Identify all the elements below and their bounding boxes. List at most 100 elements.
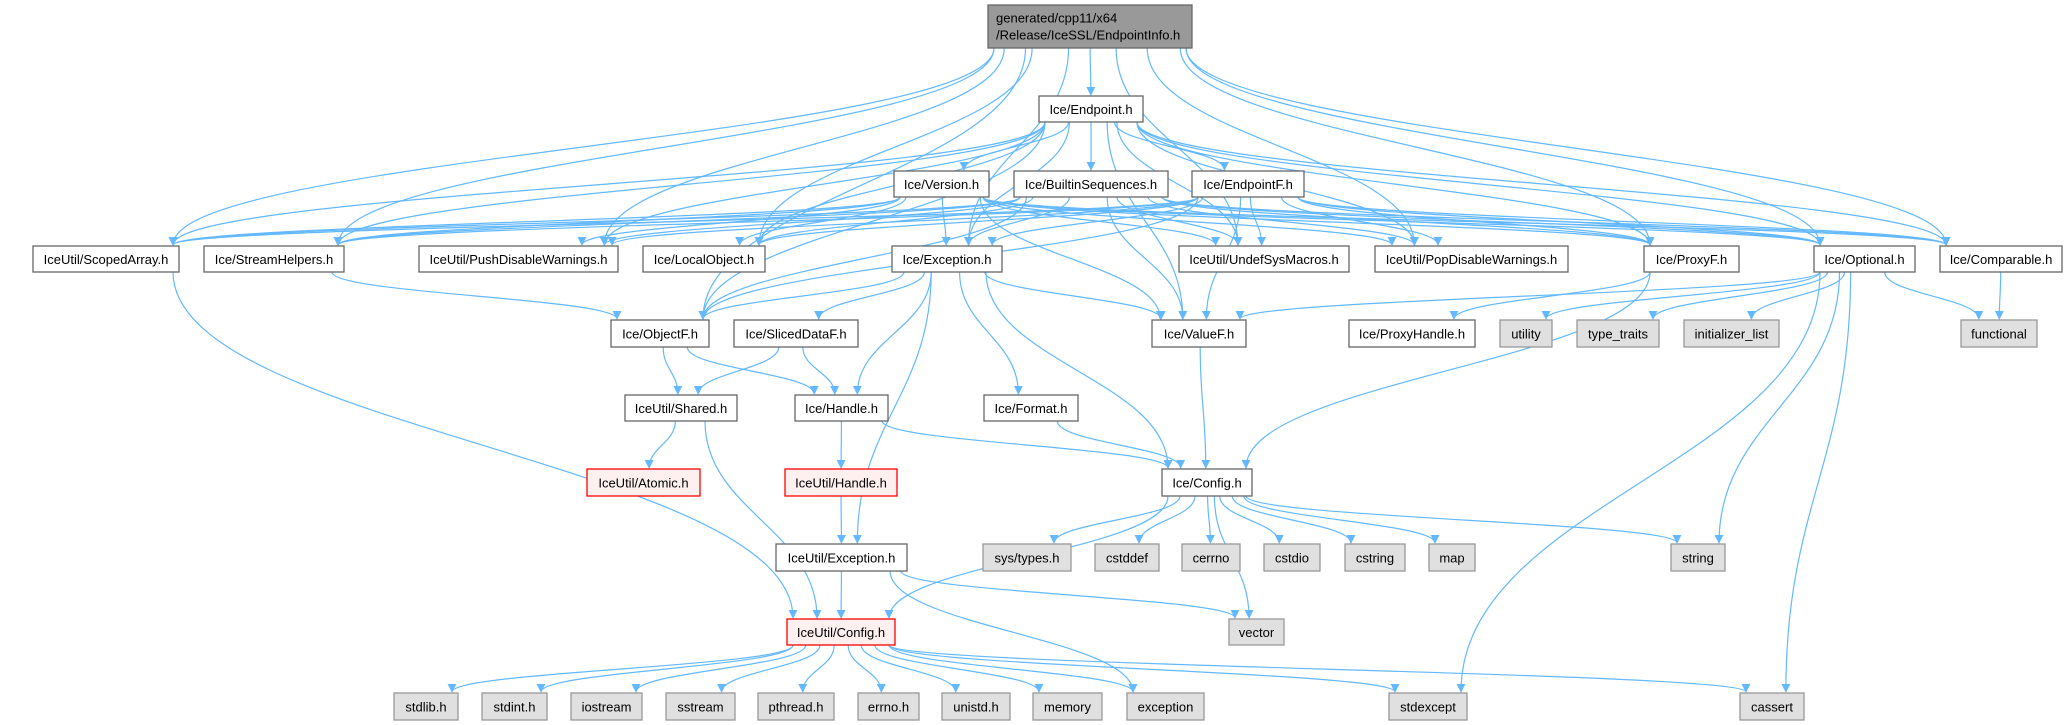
node-endpoint[interactable]: Ice/Endpoint.h	[1038, 95, 1144, 123]
node-proxyhandle[interactable]: Ice/ProxyHandle.h	[1348, 319, 1476, 348]
edge-exception-to-valuef	[984, 271, 1166, 320]
node-builtin[interactable]: Ice/BuiltinSequences.h	[1013, 170, 1169, 198]
edge-endpointf-to-optional	[1297, 196, 1825, 246]
edge-root-to-streamhelpers	[333, 47, 995, 246]
node-label: Ice/Optional.h	[1824, 252, 1904, 267]
edge-endpointf-to-scopedarray	[168, 196, 1199, 246]
node-box	[987, 4, 1193, 49]
edge-uconfig-to-errno	[847, 644, 886, 693]
node-shared[interactable]: IceUtil/Shared.h	[624, 394, 738, 422]
node-label: memory	[1044, 700, 1091, 715]
node-proxyf[interactable]: Ice/ProxyF.h	[1643, 245, 1740, 273]
edge-endpointf-to-exception	[987, 196, 1204, 246]
edge-sliceddataf-to-shared	[693, 346, 780, 395]
node-uexception[interactable]: IceUtil/Exception.h	[775, 543, 908, 572]
node-box	[893, 170, 990, 198]
node-box	[481, 692, 548, 721]
node-stdexcept: stdexcept	[1388, 692, 1468, 721]
node-streamhelpers[interactable]: Ice/StreamHelpers.h	[203, 245, 345, 273]
node-box	[1739, 692, 1805, 721]
edge-uexception-to-vector	[900, 570, 1240, 619]
node-box	[624, 394, 738, 422]
node-functional: functional	[1960, 319, 2038, 348]
node-version[interactable]: Ice/Version.h	[893, 170, 990, 198]
node-stdint: stdint.h	[481, 692, 548, 721]
edge-root-to-endpoint	[1086, 47, 1096, 96]
edge-uconfig-to-stdint	[536, 644, 794, 693]
edge-endpoint-to-valuef	[1106, 121, 1188, 320]
node-localobject[interactable]: Ice/LocalObject.h	[642, 245, 766, 273]
edge-uconfig-to-stdlib	[447, 644, 794, 693]
edge-endpointf-to-undefsys	[1249, 196, 1267, 246]
node-box	[1191, 170, 1305, 198]
edge-exception-to-sliceddataf	[814, 271, 925, 320]
edge-optional-to-valuef	[1235, 271, 1821, 320]
node-box	[203, 245, 345, 273]
node-config[interactable]: Ice/Config.h	[1161, 468, 1253, 497]
edge-comparable-to-functional	[1994, 271, 2004, 320]
edge-root-to-objectf	[698, 47, 1027, 320]
edge-uconfig-to-iostream	[631, 644, 807, 693]
node-comparable[interactable]: Ice/Comparable.h	[1939, 245, 2063, 273]
node-box	[1181, 543, 1241, 572]
edge-uconfig-to-stdexception	[888, 644, 1138, 693]
node-box	[1348, 319, 1476, 348]
node-valuef[interactable]: Ice/ValueF.h	[1151, 319, 1247, 348]
node-label: cstring	[1356, 551, 1394, 566]
edge-root-to-localobject	[754, 47, 1033, 246]
node-sliceddataf[interactable]: Ice/SlicedDataF.h	[733, 319, 859, 348]
node-box	[1374, 245, 1569, 273]
node-box	[1094, 543, 1160, 572]
node-handle[interactable]: Ice/Handle.h	[794, 394, 889, 422]
node-label: Ice/ValueF.h	[1164, 327, 1235, 342]
edge-endpointf-to-localobject	[754, 196, 1199, 246]
node-optional[interactable]: Ice/Optional.h	[1813, 245, 1916, 273]
node-vector: vector	[1228, 618, 1285, 646]
edge-uconfig-to-pthread	[798, 644, 835, 693]
edge-optional-to-cassert	[1781, 271, 1852, 693]
node-pushdisable[interactable]: IceUtil/PushDisableWarnings.h	[418, 245, 619, 273]
node-label: IceUtil/Config.h	[797, 625, 885, 640]
node-scopedarray[interactable]: IceUtil/ScopedArray.h	[32, 245, 180, 273]
node-objectf[interactable]: Ice/ObjectF.h	[610, 319, 710, 348]
edge-uconfig-to-sstream	[717, 644, 821, 693]
edge-streamhelpers-to-objectf	[331, 271, 622, 320]
node-popdisable[interactable]: IceUtil/PopDisableWarnings.h	[1374, 245, 1569, 273]
node-label: IceUtil/Shared.h	[635, 401, 728, 416]
node-root[interactable]: generated/cpp11/x64/Release/IceSSL/Endpo…	[987, 4, 1193, 49]
node-exception[interactable]: Ice/Exception.h	[891, 245, 1003, 273]
edge-endpoint-to-streamhelpers	[333, 121, 1046, 246]
node-label: IceUtil/UndefSysMacros.h	[1189, 252, 1339, 267]
edge-version-to-streamhelpers	[333, 196, 901, 246]
node-label: IceUtil/ScopedArray.h	[44, 252, 169, 267]
node-box	[1813, 245, 1916, 273]
node-box	[1499, 319, 1553, 348]
node-label: cassert	[1751, 700, 1793, 715]
node-label: Ice/ObjectF.h	[622, 327, 698, 342]
node-label: Ice/Endpoint.h	[1049, 102, 1132, 117]
edge-uconfig-to-unistd	[860, 644, 961, 693]
node-atomic[interactable]: IceUtil/Atomic.h	[586, 468, 701, 497]
edge-config-to-cstddef	[1134, 495, 1196, 544]
node-box	[1178, 245, 1350, 273]
edge-root-to-proxyf	[1179, 47, 1655, 246]
edge-endpoint-to-scopedarray	[168, 121, 1046, 246]
edge-config-to-cstring	[1231, 495, 1356, 544]
edge-root-to-pushdisable	[599, 47, 1005, 246]
node-format[interactable]: Ice/Format.h	[983, 394, 1079, 422]
node-label: /Release/IceSSL/EndpointInfo.h	[996, 28, 1180, 43]
node-string: string	[1670, 543, 1726, 572]
edge-root-to-optional	[1185, 47, 1825, 246]
node-uconfig[interactable]: IceUtil/Config.h	[786, 618, 896, 646]
node-type_traits: type_traits	[1576, 319, 1660, 348]
node-uhandle[interactable]: IceUtil/Handle.h	[784, 468, 898, 497]
edge-root-to-comparable	[1185, 47, 1951, 246]
node-label: IceUtil/Handle.h	[795, 476, 887, 491]
node-box	[1683, 319, 1780, 348]
node-label: pthread.h	[769, 700, 824, 715]
node-undefsys[interactable]: IceUtil/UndefSysMacros.h	[1178, 245, 1350, 273]
node-endpointf[interactable]: Ice/EndpointF.h	[1191, 170, 1305, 198]
node-systypes: sys/types.h	[982, 543, 1072, 572]
node-label: cstdio	[1275, 551, 1309, 566]
